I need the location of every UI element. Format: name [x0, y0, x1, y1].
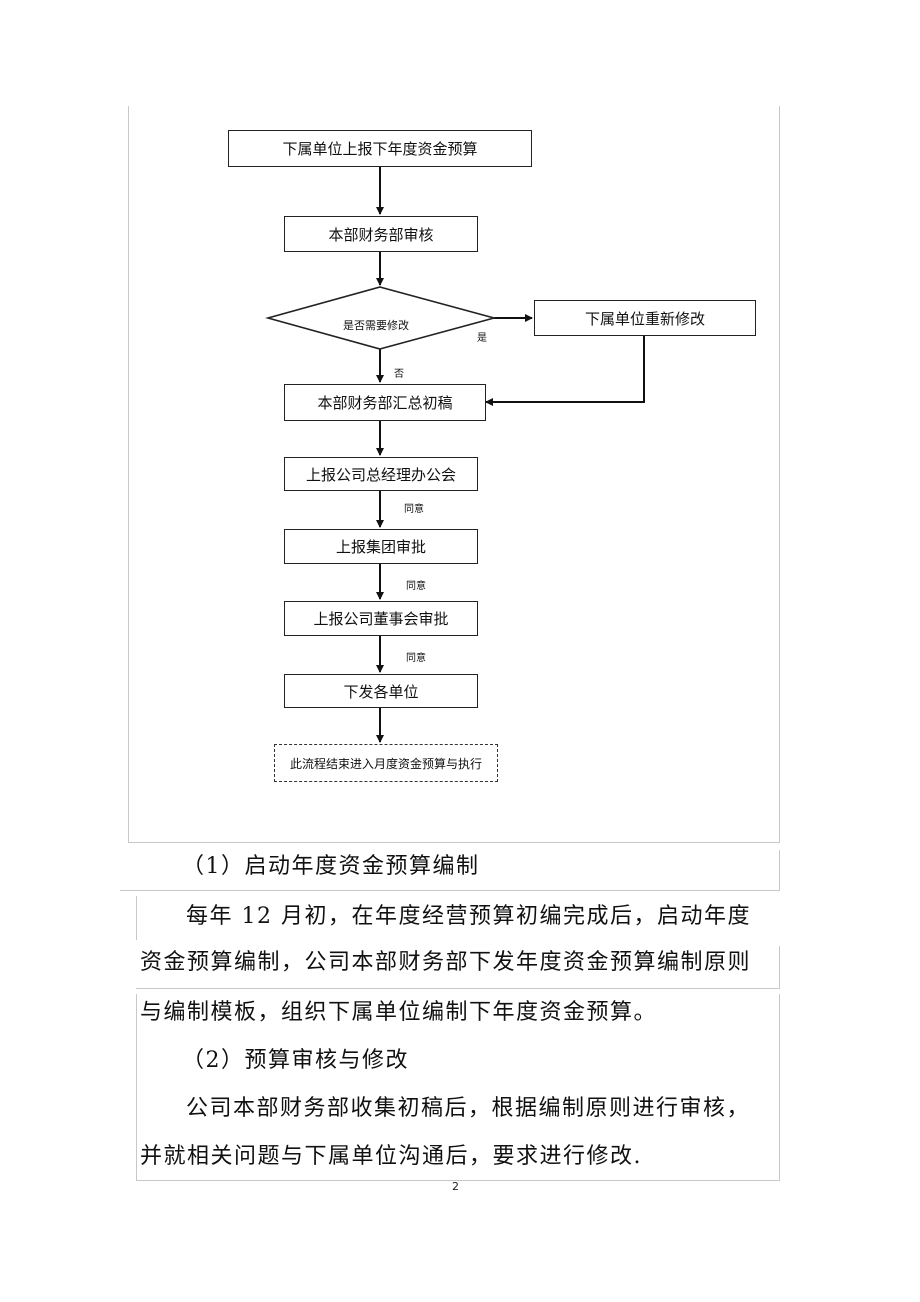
- flow-step-submit-budget: 下属单位上报下年度资金预算: [228, 130, 532, 167]
- flow-step-group-approval: 上报集团审批: [284, 529, 478, 564]
- frame-left-line-2: [136, 896, 137, 940]
- flow-step-revise: 下属单位重新修改: [534, 300, 756, 336]
- decision-no-label: 否: [394, 369, 404, 380]
- para2-line1: 公司本部财务部收集初稿后，根据编制原则进行审核，: [186, 1096, 751, 1121]
- para1-line1: 每年 12 月初，在年度经营预算初编完成后，启动年度: [186, 904, 751, 929]
- flow-step-gm-office: 上报公司总经理办公会: [284, 457, 478, 491]
- decision-label: 是否需要修改: [343, 319, 409, 332]
- frame-separator-3: [136, 1180, 780, 1181]
- para2-line2: 并就相关问题与下属单位沟通后，要求进行修改.: [140, 1144, 642, 1169]
- flowchart-connectors: [265, 167, 645, 743]
- decision-diamond: [265, 286, 498, 350]
- agree-label-1: 同意: [404, 504, 424, 515]
- heading-1: （1）启动年度资金预算编制: [182, 854, 480, 879]
- frame-left-line: [128, 106, 129, 842]
- frame-right-line-4: [779, 994, 780, 1180]
- flow-step-consolidate-draft: 本部财务部汇总初稿: [284, 384, 486, 421]
- agree-label-3: 同意: [406, 653, 426, 664]
- flow-step-board-approval: 上报公司董事会审批: [284, 601, 478, 636]
- flow-step-finance-review: 本部财务部审核: [284, 216, 478, 252]
- decision-yes-label: 是: [477, 333, 487, 344]
- frame-separator-2: [136, 988, 780, 989]
- para1-line3: 与编制模板，组织下属单位编制下年度资金预算。: [140, 1000, 658, 1025]
- flow-end-note: 此流程结束进入月度资金预算与执行: [274, 744, 498, 782]
- heading-2: （2）预算审核与修改: [182, 1048, 409, 1073]
- frame-left-line-3: [136, 994, 137, 1180]
- frame-right-line-2: [779, 850, 780, 890]
- frame-separator-1: [120, 890, 780, 891]
- arrow-revise-step3: [485, 336, 645, 406]
- frame-right-line-3: [779, 946, 780, 988]
- page-number: 2: [452, 1180, 459, 1193]
- frame-bottom-line: [128, 842, 780, 843]
- flow-step-distribute: 下发各单位: [284, 674, 478, 708]
- agree-label-2: 同意: [406, 581, 426, 592]
- para1-line2: 资金预算编制，公司本部财务部下发年度资金预算编制原则: [140, 950, 752, 975]
- frame-right-line: [779, 106, 780, 842]
